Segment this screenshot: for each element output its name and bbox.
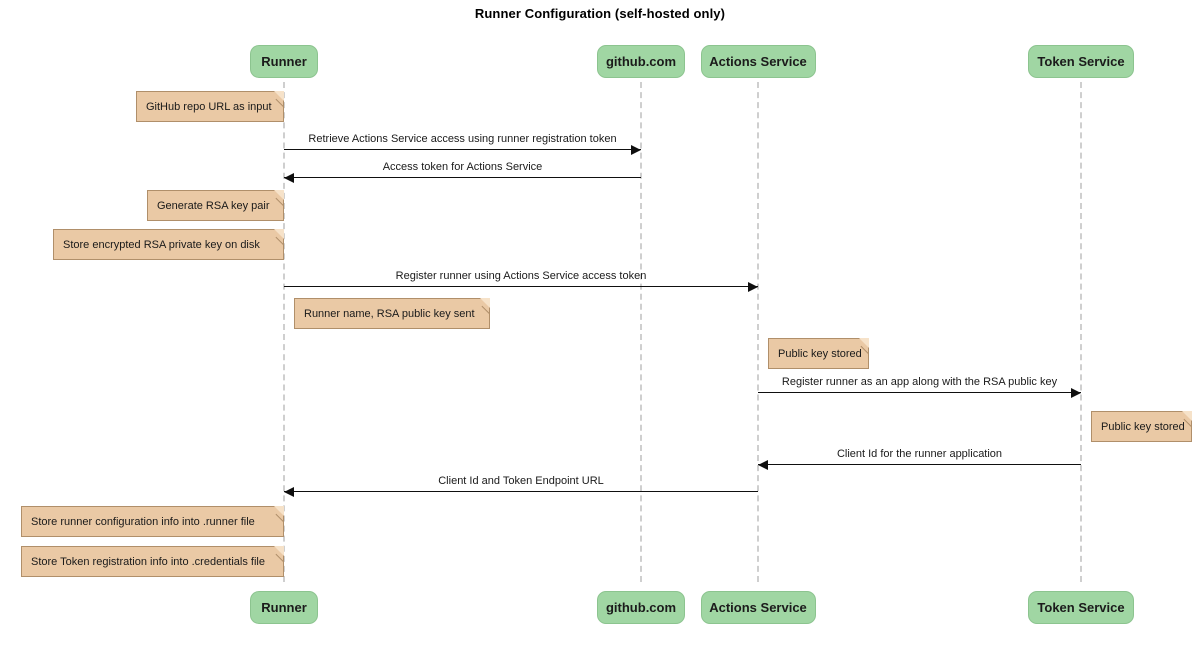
message-arrowhead-5 bbox=[284, 487, 294, 497]
participant-label: Token Service bbox=[1037, 600, 1125, 615]
note-6: Store runner configuration info into .ru… bbox=[21, 506, 292, 537]
participant-token-top[interactable]: Token Service bbox=[1028, 45, 1134, 78]
message-label-3: Register runner as an app along with the… bbox=[781, 376, 1058, 388]
participant-label: Runner bbox=[261, 600, 307, 615]
note-text: Store encrypted RSA private key on disk bbox=[63, 238, 260, 251]
lifeline-github bbox=[640, 82, 642, 582]
participant-label: Token Service bbox=[1037, 54, 1125, 69]
note-fold-corner-icon bbox=[274, 546, 284, 556]
message-arrowhead-2 bbox=[748, 282, 758, 292]
participant-github-top[interactable]: github.com bbox=[597, 45, 685, 78]
note-7: Store Token registration info into .cred… bbox=[21, 546, 292, 577]
message-label-5: Client Id and Token Endpoint URL bbox=[438, 475, 604, 487]
note-fold-corner-icon bbox=[274, 190, 284, 200]
note-text: GitHub repo URL as input bbox=[146, 100, 272, 113]
note-fold-corner-icon bbox=[859, 338, 869, 348]
note-text: Public key stored bbox=[778, 347, 862, 360]
note-0: GitHub repo URL as input bbox=[136, 91, 292, 122]
message-label-0: Retrieve Actions Service access using ru… bbox=[308, 133, 617, 145]
participant-actions-bottom[interactable]: Actions Service bbox=[700, 591, 816, 624]
lifeline-actions bbox=[757, 82, 759, 582]
note-3: Runner name, RSA public key sent bbox=[294, 298, 498, 329]
message-line-3 bbox=[758, 392, 1081, 393]
participant-label: Runner bbox=[261, 54, 307, 69]
note-text: Public key stored bbox=[1101, 420, 1185, 433]
message-line-2 bbox=[284, 286, 758, 287]
participant-runner-top[interactable]: Runner bbox=[250, 45, 318, 78]
note-5: Public key stored bbox=[1091, 411, 1200, 442]
message-label-4: Client Id for the runner application bbox=[836, 448, 1003, 460]
message-arrowhead-0 bbox=[631, 145, 641, 155]
message-arrowhead-1 bbox=[284, 173, 294, 183]
lifeline-token bbox=[1080, 82, 1082, 582]
note-fold-corner-icon bbox=[274, 229, 284, 239]
note-fold-corner-icon bbox=[480, 298, 490, 308]
participant-label: github.com bbox=[605, 54, 677, 69]
note-fold-corner-icon bbox=[1182, 411, 1192, 421]
note-text: Runner name, RSA public key sent bbox=[304, 307, 475, 320]
note-text: Generate RSA key pair bbox=[157, 199, 270, 212]
message-line-5 bbox=[284, 491, 758, 492]
note-text: Store Token registration info into .cred… bbox=[31, 555, 265, 568]
diagram-title: Runner Configuration (self-hosted only) bbox=[474, 6, 726, 21]
lifeline-runner bbox=[283, 82, 285, 582]
note-fold-corner-icon bbox=[274, 506, 284, 516]
message-label-1: Access token for Actions Service bbox=[382, 161, 543, 173]
message-arrowhead-3 bbox=[1071, 388, 1081, 398]
note-2: Store encrypted RSA private key on disk bbox=[53, 229, 292, 260]
message-line-0 bbox=[284, 149, 641, 150]
participant-token-bottom[interactable]: Token Service bbox=[1028, 591, 1134, 624]
participant-label: Actions Service bbox=[709, 54, 807, 69]
note-1: Generate RSA key pair bbox=[147, 190, 292, 221]
participant-label: Actions Service bbox=[709, 600, 807, 615]
message-line-4 bbox=[758, 464, 1081, 465]
participant-runner-bottom[interactable]: Runner bbox=[250, 591, 318, 624]
message-line-1 bbox=[284, 177, 641, 178]
participant-label: github.com bbox=[605, 600, 677, 615]
note-4: Public key stored bbox=[768, 338, 877, 369]
note-fold-corner-icon bbox=[274, 91, 284, 101]
participant-github-bottom[interactable]: github.com bbox=[597, 591, 685, 624]
participant-actions-top[interactable]: Actions Service bbox=[700, 45, 816, 78]
message-label-2: Register runner using Actions Service ac… bbox=[395, 270, 647, 282]
message-arrowhead-4 bbox=[758, 460, 768, 470]
note-text: Store runner configuration info into .ru… bbox=[31, 515, 255, 528]
